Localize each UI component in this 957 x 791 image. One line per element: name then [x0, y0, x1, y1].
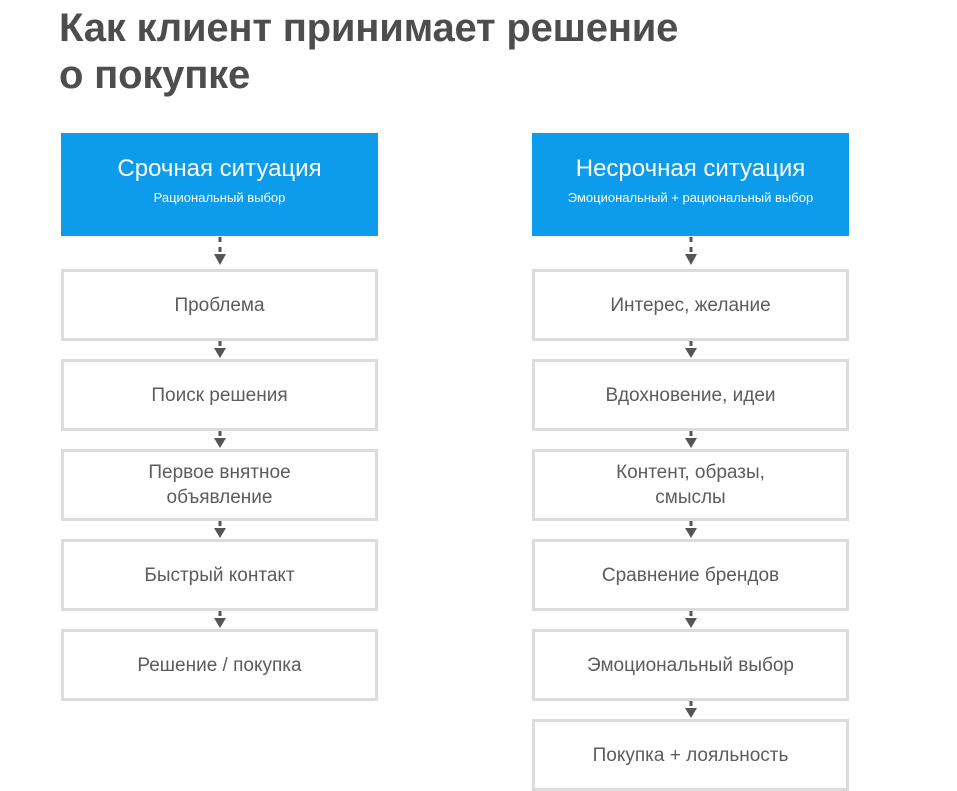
arrow-down-icon — [61, 431, 378, 449]
flow-step-label: Проблема — [174, 294, 265, 316]
column-header-subtitle: Рациональный выбор — [153, 190, 286, 205]
flow-step-box: Контент, образы, смыслы — [532, 449, 849, 521]
flow-step-box: Интерес, желание — [532, 269, 849, 341]
arrow-down-icon — [61, 236, 378, 269]
flow-column-urgent: Срочная ситуация Рациональный выбор Проб… — [61, 133, 378, 701]
flow-step-label: Интерес, желание — [610, 294, 771, 316]
flow-step-box: Решение / покупка — [61, 629, 378, 701]
arrow-down-icon — [532, 431, 849, 449]
flow-step-label: Сравнение брендов — [601, 564, 780, 586]
flow-step-box: Сравнение брендов — [532, 539, 849, 611]
arrow-down-icon — [532, 236, 849, 269]
column-header-nonurgent: Несрочная ситуация Эмоциональный + рацио… — [532, 133, 849, 236]
flow-step-box: Поиск решения — [61, 359, 378, 431]
flow-step-box: Быстрый контакт — [61, 539, 378, 611]
arrow-down-icon — [532, 611, 849, 629]
flow-column-nonurgent: Несрочная ситуация Эмоциональный + рацио… — [532, 133, 849, 791]
flow-step-box: Проблема — [61, 269, 378, 341]
flow-step-label: Быстрый контакт — [144, 564, 295, 586]
arrow-down-icon — [532, 701, 849, 719]
flow-step-box: Первое внятное объявление — [61, 449, 378, 521]
flow-step-label: Первое внятное объявление — [148, 462, 291, 508]
arrow-down-icon — [61, 611, 378, 629]
flow-step-box: Вдохновение, идеи — [532, 359, 849, 431]
column-header-urgent: Срочная ситуация Рациональный выбор — [61, 133, 378, 236]
flow-step-box: Эмоциональный выбор — [532, 629, 849, 701]
arrow-down-icon — [61, 521, 378, 539]
column-header-title: Несрочная ситуация — [575, 155, 806, 182]
arrow-down-icon — [532, 521, 849, 539]
flow-step-label: Эмоциональный выбор — [587, 654, 794, 676]
column-header-subtitle: Эмоциональный + рациональный выбор — [567, 190, 814, 205]
flow-step-label: Покупка + лояльность — [592, 744, 789, 766]
flow-step-label: Поиск решения — [151, 384, 288, 406]
column-header-title: Срочная ситуация — [117, 155, 322, 182]
flow-step-label: Контент, образы, смыслы — [616, 462, 765, 508]
flow-step-label: Решение / покупка — [137, 654, 302, 676]
page-title: Как клиент принимает решение о покупке — [59, 6, 679, 97]
flow-step-label: Вдохновение, идеи — [605, 384, 776, 406]
flow-step-box: Покупка + лояльность — [532, 719, 849, 791]
arrow-down-icon — [61, 341, 378, 359]
arrow-down-icon — [532, 341, 849, 359]
